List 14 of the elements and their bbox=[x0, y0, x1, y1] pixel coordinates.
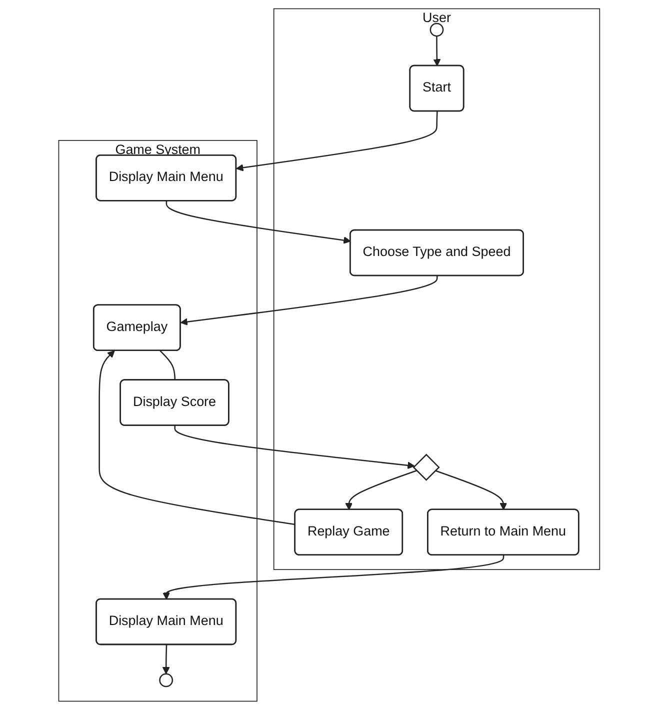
arrow bbox=[174, 426, 416, 470]
arrow bbox=[162, 555, 504, 600]
arrow bbox=[435, 470, 508, 510]
arrow bbox=[434, 36, 441, 66]
arrow bbox=[166, 201, 352, 244]
node-diamond bbox=[413, 454, 440, 481]
arrow bbox=[98, 350, 296, 526]
node-circle bbox=[430, 22, 444, 37]
arrow bbox=[162, 644, 170, 674]
node-circle bbox=[159, 673, 174, 688]
connector bbox=[160, 350, 176, 380]
arrow bbox=[180, 276, 438, 326]
arrow bbox=[345, 470, 418, 510]
arrow bbox=[236, 111, 438, 172]
